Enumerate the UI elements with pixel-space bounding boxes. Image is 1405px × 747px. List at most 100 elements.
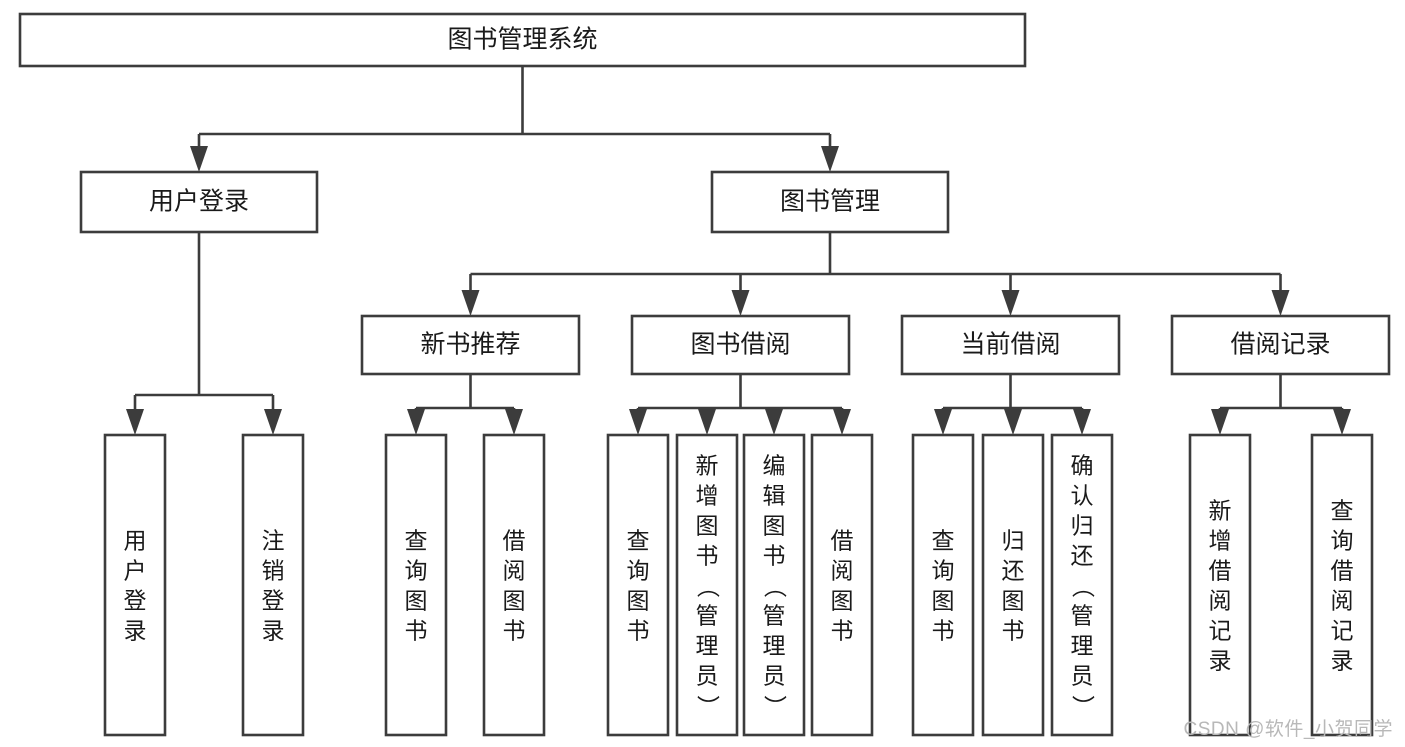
node-label-char: 管 bbox=[696, 602, 719, 628]
node-label-char: 录 bbox=[262, 617, 285, 643]
node-label-root: 图书管理系统 bbox=[447, 26, 597, 54]
node-box-n-book-borrow[interactable] bbox=[630, 314, 851, 376]
node-label-char: 记 bbox=[1209, 617, 1232, 643]
node-label-char: 借 bbox=[831, 527, 854, 553]
node-box-n-user-login[interactable] bbox=[79, 170, 319, 234]
node-root[interactable]: 图书管理系统 bbox=[18, 12, 1027, 68]
node-label-char: 登 bbox=[262, 587, 285, 613]
node-box-l-user-login[interactable] bbox=[103, 433, 167, 737]
node-label-n-book-mgmt: 图书管理 bbox=[780, 188, 880, 216]
connector-group bbox=[407, 374, 523, 435]
node-box-n-book-mgmt[interactable] bbox=[710, 170, 950, 234]
node-label-char: 书 bbox=[627, 617, 650, 643]
node-label-char: 图 bbox=[627, 587, 650, 613]
connector-group bbox=[461, 232, 1290, 316]
node-label-char: 询 bbox=[405, 557, 428, 583]
node-label-char: 登 bbox=[124, 587, 147, 613]
node-label-char: 书 bbox=[696, 542, 719, 568]
node-label-char: 新 bbox=[1209, 497, 1232, 523]
node-label-char: 书 bbox=[405, 617, 428, 643]
node-box-n-new-book-rec[interactable] bbox=[360, 314, 581, 376]
node-label-char: （ bbox=[762, 575, 788, 598]
node-label-char: 查 bbox=[1331, 497, 1354, 523]
connector-group bbox=[190, 66, 839, 172]
node-box-root[interactable] bbox=[18, 12, 1027, 68]
node-box-l-logout[interactable] bbox=[241, 433, 305, 737]
node-box-l-confirm-return[interactable] bbox=[1050, 433, 1114, 737]
node-label-char: 查 bbox=[627, 527, 650, 553]
node-n-new-book-rec[interactable]: 新书推荐 bbox=[360, 314, 581, 376]
node-box-l-add-book[interactable] bbox=[675, 433, 739, 737]
node-n-current-borrow[interactable]: 当前借阅 bbox=[900, 314, 1121, 376]
node-label-char: 理 bbox=[763, 632, 786, 658]
node-box-l-edit-book[interactable] bbox=[742, 433, 806, 737]
node-n-user-login[interactable]: 用户登录 bbox=[79, 170, 319, 234]
node-label-char: 还 bbox=[1002, 557, 1025, 583]
node-label-char: 图 bbox=[696, 512, 719, 538]
node-label-char: 图 bbox=[831, 587, 854, 613]
node-label-char: 确 bbox=[1071, 452, 1094, 478]
node-box-l-query-book-1[interactable] bbox=[384, 433, 448, 737]
node-label-char: 阅 bbox=[503, 557, 526, 583]
node-label-char: 归 bbox=[1071, 512, 1094, 538]
node-label-char: 阅 bbox=[831, 557, 854, 583]
node-box-l-query-book-2[interactable] bbox=[606, 433, 670, 737]
node-label-char: 员 bbox=[763, 662, 786, 688]
node-label-char: 书 bbox=[503, 617, 526, 643]
node-label-char: 管 bbox=[763, 602, 786, 628]
connector-group bbox=[629, 374, 851, 435]
node-label-char: 书 bbox=[932, 617, 955, 643]
node-label-char: 查 bbox=[405, 527, 428, 553]
node-n-book-mgmt[interactable]: 图书管理 bbox=[710, 170, 950, 234]
node-label-n-new-book-rec: 新书推荐 bbox=[420, 331, 520, 359]
node-label-char: 询 bbox=[1331, 527, 1354, 553]
node-n-borrow-record[interactable]: 借阅记录 bbox=[1170, 314, 1391, 376]
node-box-l-query-record[interactable] bbox=[1310, 433, 1374, 737]
node-label-char: 书 bbox=[1002, 617, 1025, 643]
node-label-char: 辑 bbox=[763, 482, 786, 508]
node-box-n-borrow-record[interactable] bbox=[1170, 314, 1391, 376]
node-label-char: 录 bbox=[124, 617, 147, 643]
node-label-char: 管 bbox=[1071, 602, 1094, 628]
node-label-char: 书 bbox=[831, 617, 854, 643]
node-label-char: 图 bbox=[405, 587, 428, 613]
node-box-l-add-record[interactable] bbox=[1188, 433, 1252, 737]
node-label-char: 编 bbox=[763, 452, 786, 478]
node-box-l-borrow-book-2[interactable] bbox=[810, 433, 874, 737]
node-label-char: 录 bbox=[1209, 647, 1232, 673]
node-box-n-current-borrow[interactable] bbox=[900, 314, 1121, 376]
node-label-char: 查 bbox=[932, 527, 955, 553]
node-n-book-borrow[interactable]: 图书借阅 bbox=[630, 314, 851, 376]
node-label-char: 户 bbox=[124, 557, 147, 583]
node-label-char: 图 bbox=[763, 512, 786, 538]
node-label-char: 注 bbox=[262, 527, 285, 553]
connector-group bbox=[126, 232, 282, 435]
node-label-char: 增 bbox=[696, 482, 719, 508]
node-label-char: 还 bbox=[1071, 542, 1094, 568]
node-box-l-query-book-3[interactable] bbox=[911, 433, 975, 737]
node-label-char: 图 bbox=[503, 587, 526, 613]
node-label-char: 用 bbox=[124, 527, 147, 553]
node-label-char: 阅 bbox=[1209, 587, 1232, 613]
watermark-label: CSDN @软件_小贺同学 bbox=[1183, 719, 1393, 740]
node-label-char: 询 bbox=[627, 557, 650, 583]
node-box-l-borrow-book-1[interactable] bbox=[482, 433, 546, 737]
node-label-char: 新 bbox=[696, 452, 719, 478]
node-label-n-book-borrow: 图书借阅 bbox=[690, 331, 790, 359]
node-box-l-return-book[interactable] bbox=[981, 433, 1045, 737]
node-label-n-borrow-record: 借阅记录 bbox=[1230, 331, 1330, 359]
node-l-user-login[interactable]: 用户登录 bbox=[103, 433, 167, 737]
